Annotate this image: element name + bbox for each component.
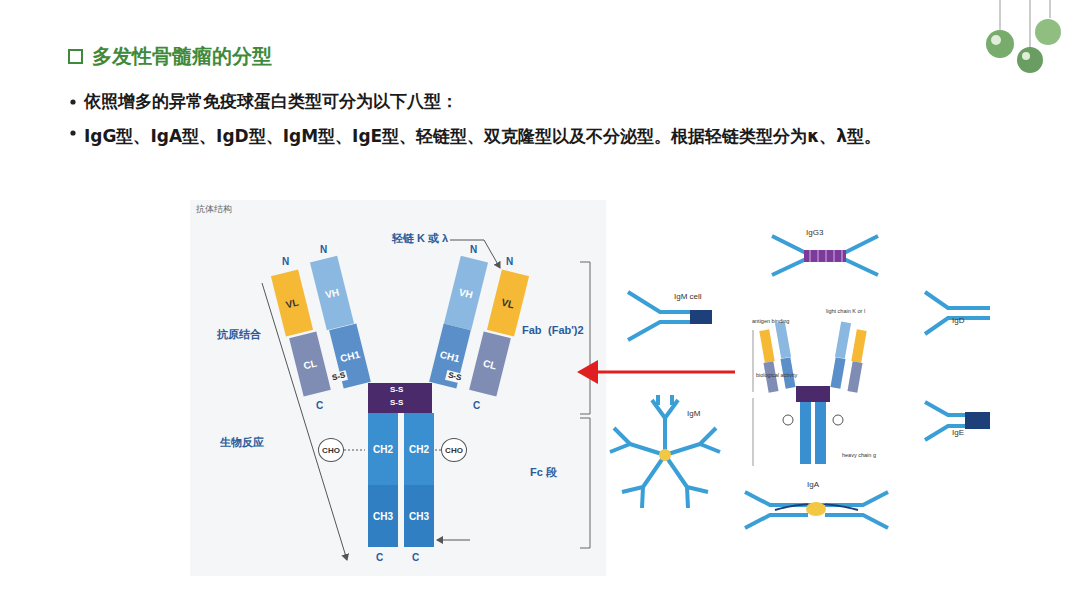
- domain-label: VH: [458, 286, 474, 300]
- light-chain-label: 轻链 K 或 λ: [390, 232, 450, 245]
- domain-label: CH3: [409, 511, 429, 522]
- bullet-text: 依照增多的异常免疫球蛋白类型可分为以下八型：: [84, 91, 458, 111]
- chain-domain: CH2: [368, 413, 398, 485]
- domain-label: CH1: [339, 348, 361, 364]
- isotype-label: IgG3: [806, 228, 823, 238]
- domain-label: CL: [302, 357, 318, 371]
- chain-domain: CH3: [404, 485, 434, 547]
- fragment-label: Fc 段: [530, 466, 557, 479]
- terminus-label: C: [473, 400, 480, 412]
- small-label: heavy chain g: [842, 452, 876, 459]
- terminus-label: N: [320, 244, 327, 256]
- fragment-label: Fab: [522, 324, 542, 337]
- terminus-label: C: [316, 400, 323, 412]
- domain-label: CH1: [439, 348, 461, 364]
- figure-caption: 抗体结构: [196, 204, 232, 215]
- domain-label: CH2: [373, 444, 393, 455]
- terminus-label: C: [412, 552, 419, 564]
- domain-label: CHO: [445, 446, 463, 455]
- chain-domain: CH2: [404, 413, 434, 485]
- isotype-label: IgM cell: [674, 292, 702, 302]
- disulfide-label: S-S: [390, 398, 403, 408]
- domain-label: VL: [500, 296, 515, 310]
- sugar-circle: CHO: [441, 438, 467, 462]
- isotype-label: IgM: [687, 409, 700, 419]
- terminus-label: C: [376, 552, 383, 564]
- domain-label: CHO: [322, 446, 340, 455]
- domain-label: CH3: [373, 511, 393, 522]
- domain-label: CH2: [409, 444, 429, 455]
- domain-label: CL: [482, 357, 498, 371]
- small-label: antigen binding: [752, 318, 789, 325]
- bullet-text: IgG型、IgA型、IgD型、IgM型、IgE型、轻链型、双克隆型以及不分泌型。…: [84, 122, 1014, 152]
- fragment-label: (Fab')2: [548, 324, 584, 337]
- disulfide-label: S-S: [390, 385, 403, 395]
- chain-domain: CH3: [368, 485, 398, 547]
- terminus-label: N: [506, 256, 513, 268]
- isotype-label: IgE: [952, 428, 964, 438]
- isotype-label: IgD: [952, 316, 964, 326]
- domain-label: VL: [284, 296, 299, 310]
- region-label: 生物反应: [218, 436, 266, 449]
- small-label: light chain K or l: [826, 308, 865, 315]
- region-label: 抗原结合: [215, 328, 263, 341]
- small-label: biological activity: [756, 372, 797, 379]
- domain-label: VH: [324, 286, 340, 300]
- terminus-label: N: [470, 244, 477, 256]
- sugar-circle: CHO: [318, 438, 344, 462]
- slide-title: 多发性骨髓瘤的分型: [92, 44, 272, 68]
- terminus-label: N: [282, 256, 289, 268]
- isotype-label: IgA: [807, 480, 819, 490]
